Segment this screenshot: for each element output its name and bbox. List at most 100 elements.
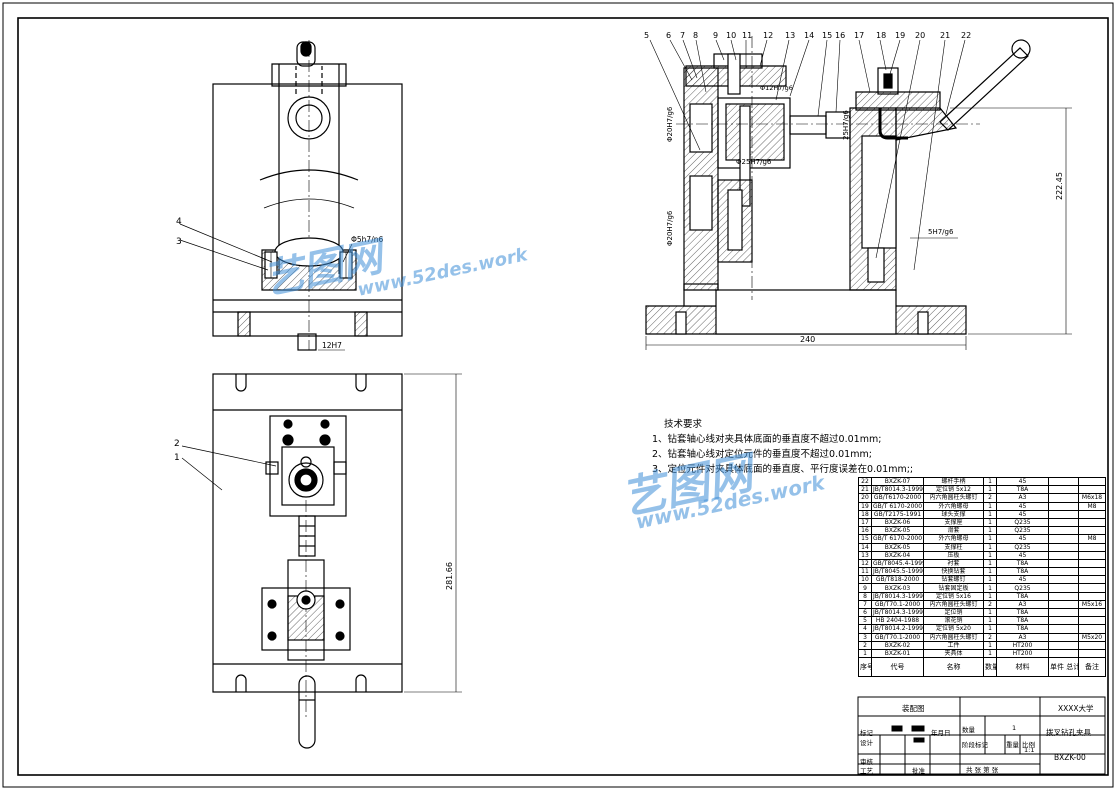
row-label-mark: 标记 [860, 729, 873, 737]
bom-cell: JB/T8014.3-1999 [871, 607, 924, 618]
bom-cell: GB/T 6170-2000 [871, 501, 924, 511]
left-label-approve: 批准 [912, 767, 925, 775]
bom-cell: 20 [858, 493, 872, 503]
bom-cell [1078, 485, 1106, 495]
bom-cell [1078, 607, 1106, 618]
bom-cell: 22 [858, 476, 872, 487]
bom-cell: BXZK-01 [871, 648, 924, 659]
bom-cell: GB/T70.1-2000 [871, 632, 924, 642]
bom-cell: 45 [996, 575, 1049, 585]
dim-fit-20h7-a: Φ20H7/g6 [666, 106, 674, 142]
bom-cell: BXZK-06 [871, 517, 924, 528]
balloon-18: 18 [876, 31, 886, 40]
bom-cell: 钻套螺钉 [923, 575, 984, 585]
dim-fit-12h7: 12H7 [322, 341, 342, 350]
bom-cell [1078, 640, 1106, 650]
bom-cell [1078, 509, 1106, 519]
bom-cell [1078, 476, 1106, 487]
bom-cell: 5 [858, 616, 872, 626]
bom-cell: 滚花销 [923, 616, 984, 626]
notes-title: 技术要求 [664, 419, 703, 430]
bom-cell: 14 [858, 542, 872, 552]
bom-cell: GB/T818-2000 [871, 575, 924, 585]
bom-cell: 9 [858, 583, 872, 593]
bom-cell: HT200 [996, 648, 1049, 659]
bom-cell: 1 [983, 485, 997, 495]
bom-cell: 11 [858, 567, 872, 577]
bom-cell-empty [1048, 534, 1079, 544]
bom-cell [1078, 575, 1106, 585]
bom-cell: 内六角圆柱头螺钉 [923, 632, 984, 642]
bom-cell: 夹具体 [923, 648, 984, 659]
balloon-11: 11 [742, 31, 752, 40]
bom-cell-empty [1048, 567, 1079, 577]
bom-cell [1078, 542, 1106, 552]
bom-cell: Q235 [996, 583, 1049, 593]
bom-header-cell: 材料 [996, 657, 1049, 678]
bom-cell: 1 [983, 607, 997, 618]
bom-cell: 45 [996, 550, 1049, 560]
bom-cell-empty [1048, 509, 1079, 519]
dim-281: 281.66 [445, 562, 454, 590]
bom-cell: BXZK-05 [871, 526, 924, 536]
bom-cell-empty [1048, 542, 1079, 552]
side-balloons: 5 6 7 8 9 10 11 12 13 14 15 16 17 18 19 … [644, 31, 971, 40]
bom-cell: 衬套 [923, 558, 984, 569]
sheet-labels: 共 张 第 张 [966, 766, 999, 774]
bom-cell: HB 2404-1988 [871, 616, 924, 626]
balloon-13: 13 [785, 31, 795, 40]
bom-cell: 1 [983, 616, 997, 626]
bom-header-cell: 单件 总计 重量 [1048, 657, 1079, 678]
balloon-4: 4 [176, 217, 182, 227]
note-3: 3、定位元件对夹具体底面的垂直度、平行度误差在0.01mm;; [652, 464, 914, 475]
bom-cell: M8 [1078, 501, 1106, 511]
bom-cell: BXZK-02 [871, 640, 924, 650]
bom-cell: 17 [858, 517, 872, 528]
balloon-14: 14 [804, 31, 814, 40]
bom-header-cell: 备注 [1078, 657, 1106, 678]
bom-cell [1078, 583, 1106, 593]
bom-cell-empty [1048, 493, 1079, 503]
bom-cell: 21 [858, 485, 872, 495]
balloon-9: 9 [713, 31, 718, 40]
inner-frame [17, 17, 1109, 776]
bom-cell: 1 [983, 534, 997, 544]
bom-header-cell: 数量 [983, 657, 997, 678]
bom-cell: 2 [983, 493, 997, 503]
bom-cell: 3 [858, 632, 872, 642]
bom-cell: T8A [996, 567, 1049, 577]
bom-header-cell: 序号 [858, 657, 872, 678]
bom-cell: BXZK-05 [871, 542, 924, 552]
bom-cell: 球头支撑 [923, 509, 984, 519]
bom-cell: T8A [996, 607, 1049, 618]
bom-cell: 定位销 5x20 [923, 624, 984, 634]
left-label-review: 审核 [860, 758, 873, 766]
bom-cell-empty [1048, 607, 1079, 618]
bom-cell-empty [1048, 632, 1079, 642]
balloon-2: 2 [174, 439, 180, 449]
bom-cell: 19 [858, 501, 872, 511]
bom-cell: 外六角螺母 [923, 501, 984, 511]
bom-cell-empty [1048, 476, 1079, 487]
bom-cell [1078, 591, 1106, 601]
bom-header-cell: 名称 [923, 657, 984, 678]
bom-cell: GB/T2175-1991 [871, 509, 924, 519]
bom-cell: GB/T8045.4-1999 [871, 558, 924, 569]
bom-cell: 1 [983, 583, 997, 593]
bom-cell: T8A [996, 485, 1049, 495]
technical-requirements: 技术要求 1、钻套轴心线对夹具体底面的垂直度不超过0.01mm; 2、钻套轴心线… [652, 417, 913, 477]
bom-cell: Q235 [996, 526, 1049, 536]
balloon-3: 3 [176, 237, 182, 247]
bom-cell: JB/T8014.3-1999 [871, 485, 924, 495]
bom-cell [1078, 526, 1106, 536]
side-view [645, 36, 1072, 350]
